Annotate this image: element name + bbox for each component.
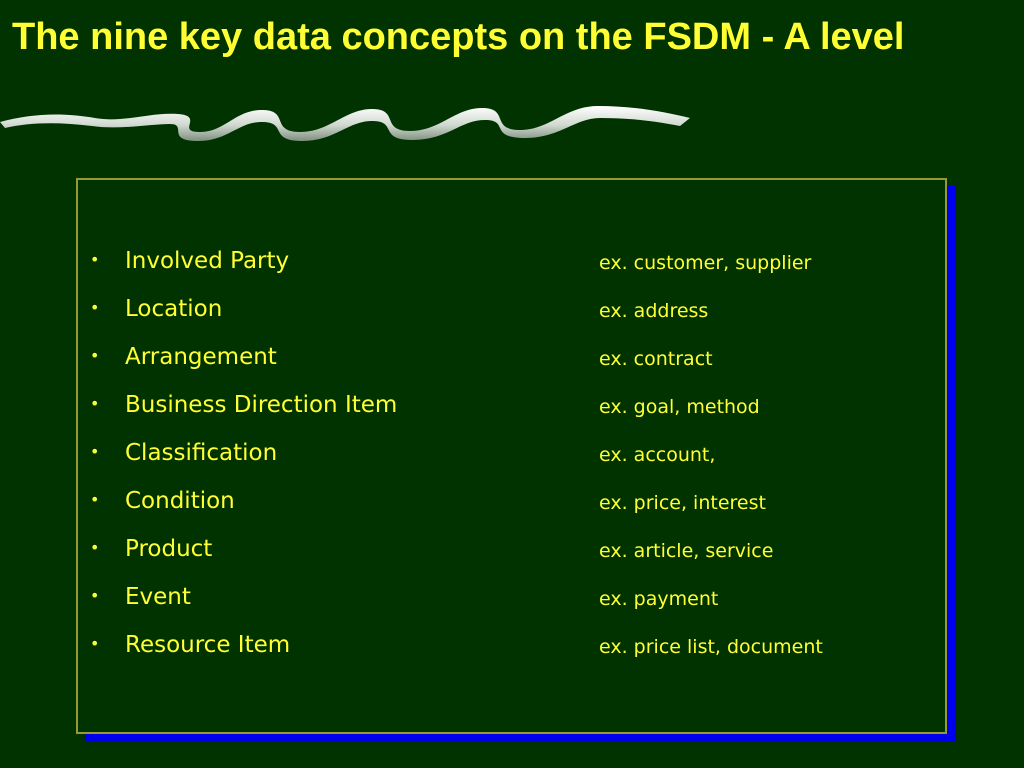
- concept-example: ex. price, interest: [599, 492, 766, 514]
- slide-title: The nine key data concepts on the FSDM -…: [12, 16, 905, 58]
- content-box: • Involved Party ex. customer, supplier …: [76, 178, 947, 734]
- concept-name: Location: [125, 296, 223, 322]
- concept-name: Classification: [125, 440, 278, 466]
- concept-name: Product: [125, 536, 213, 562]
- concept-example: ex. account,: [599, 444, 716, 466]
- concept-example: ex. payment: [599, 588, 719, 610]
- concept-name: Resource Item: [125, 632, 291, 658]
- concept-name: Event: [125, 584, 191, 610]
- bullet-icon: •: [90, 442, 100, 461]
- bullet-icon: •: [90, 490, 100, 509]
- concept-example: ex. article, service: [599, 540, 774, 562]
- list-item: • Condition ex. price, interest: [78, 486, 945, 534]
- list-item: • Business Direction Item ex. goal, meth…: [78, 390, 945, 438]
- list-item: • Involved Party ex. customer, supplier: [78, 246, 945, 294]
- bullet-icon: •: [90, 634, 100, 653]
- concept-example: ex. customer, supplier: [599, 252, 812, 274]
- concept-name: Condition: [125, 488, 235, 514]
- bullet-icon: •: [90, 250, 100, 269]
- decorative-wave: [0, 106, 690, 141]
- bullet-icon: •: [90, 346, 100, 365]
- concept-example: ex. address: [599, 300, 709, 322]
- bullet-icon: •: [90, 298, 100, 317]
- concept-list: • Involved Party ex. customer, supplier …: [78, 246, 945, 678]
- bullet-icon: •: [90, 586, 100, 605]
- concept-name: Arrangement: [125, 344, 277, 370]
- concept-name: Involved Party: [125, 248, 290, 274]
- bullet-icon: •: [90, 538, 100, 557]
- list-item: • Resource Item ex. price list, document: [78, 630, 945, 678]
- list-item: • Classification ex. account,: [78, 438, 945, 486]
- concept-example: ex. price list, document: [599, 636, 823, 658]
- concept-name: Business Direction Item: [125, 392, 398, 418]
- list-item: • Event ex. payment: [78, 582, 945, 630]
- list-item: • Arrangement ex. contract: [78, 342, 945, 390]
- concept-example: ex. goal, method: [599, 396, 760, 418]
- concept-example: ex. contract: [599, 348, 713, 370]
- bullet-icon: •: [90, 394, 100, 413]
- list-item: • Product ex. article, service: [78, 534, 945, 582]
- list-item: • Location ex. address: [78, 294, 945, 342]
